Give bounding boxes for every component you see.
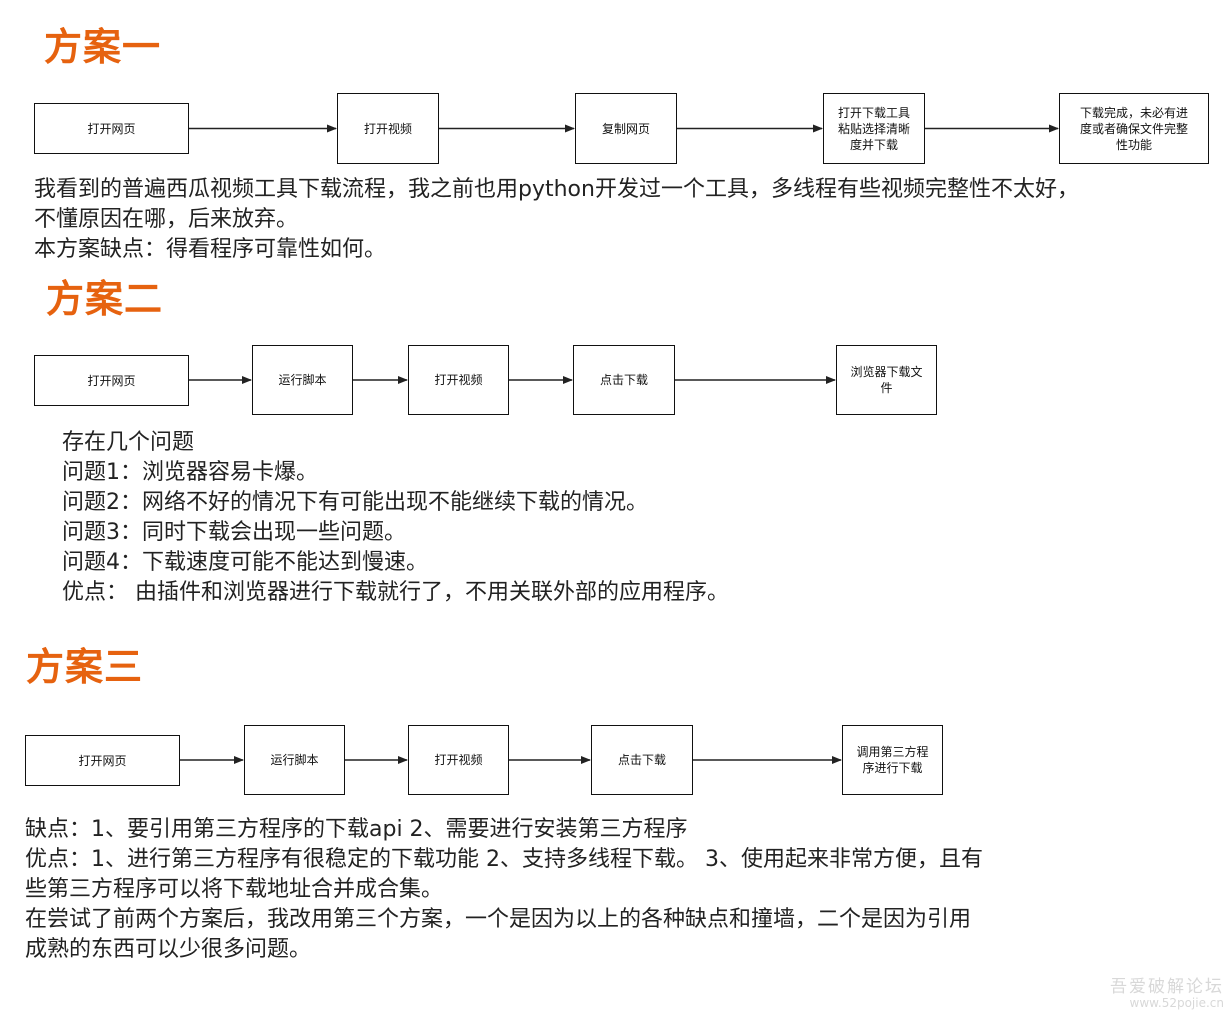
plan1-text-line-2: 不懂原因在哪，后来放弃。 [34,207,299,232]
plan2-node-run-script: 运行脚本 [252,345,353,415]
watermark-line-1: 吾爱破解论坛 [1110,977,1224,998]
plan1-description: 我看到的普遍西瓜视频工具下载流程，我之前也用python开发过一个工具，多线程有… [34,175,1079,265]
plan2-text-line-4: 问题3：同时下载会出现一些问题。 [62,520,406,545]
plan2-text-line-5: 问题4：下载速度可能不能达到慢速。 [62,550,428,575]
plan3-node-open-page: 打开网页 [25,735,180,786]
plan3-text-line-3: 些第三方程序可以将下载地址合并成合集。 [25,877,444,902]
plan1-node-download-done: 下载完成，未必有进 度或者确保文件完整 性功能 [1059,93,1209,164]
plan3-node-third-party: 调用第三方程 序进行下载 [842,725,943,795]
plan1-node-copy-page: 复制网页 [575,93,677,164]
plan2-description: 存在几个问题 问题1：浏览器容易卡爆。 问题2：网络不好的情况下有可能出现不能继… [62,428,729,608]
plan2-node-open-page: 打开网页 [34,355,189,406]
plan2-text-line-3: 问题2：网络不好的情况下有可能出现不能继续下载的情况。 [62,490,648,515]
plan1-text-line-1: 我看到的普遍西瓜视频工具下载流程，我之前也用python开发过一个工具，多线程有… [34,177,1079,202]
plan3-text-line-5: 成熟的东西可以少很多问题。 [25,937,312,962]
plan1-node-download-tool: 打开下载工具 粘贴选择清晰 度并下载 [823,93,925,164]
plan2-node-browser-download: 浏览器下载文 件 [836,345,937,415]
plan3-text-line-4: 在尝试了前两个方案后，我改用第三个方案，一个是因为以上的各种缺点和撞墙，二个是因… [25,907,972,932]
plan1-text-line-3: 本方案缺点：得看程序可靠性如何。 [34,237,387,262]
plan3-node-click-download: 点击下载 [591,725,693,795]
plan1-title: 方案一 [44,25,162,69]
plan3-node-run-script: 运行脚本 [244,725,345,795]
plan1-node-open-video: 打开视频 [337,93,439,164]
plan2-text-line-6: 优点： 由插件和浏览器进行下载就行了，不用关联外部的应用程序。 [62,580,729,605]
plan1-node-open-page: 打开网页 [34,103,189,154]
plan2-text-line-2: 问题1：浏览器容易卡爆。 [62,460,318,485]
plan3-text-line-1: 缺点：1、要引用第三方程序的下载api 2、需要进行安装第三方程序 [25,817,688,842]
plan3-title: 方案三 [26,645,144,689]
plan2-node-open-video: 打开视频 [408,345,509,415]
plan2-text-line-1: 存在几个问题 [62,430,195,455]
plan2-node-click-download: 点击下载 [573,345,675,415]
watermark-line-2: www.52pojie.cn [1129,995,1224,1010]
plan2-title: 方案二 [46,277,164,321]
plan3-node-open-video: 打开视频 [408,725,509,795]
plan3-text-line-2: 优点：1、进行第三方程序有很稳定的下载功能 2、支持多线程下载。 3、使用起来非… [25,847,983,872]
plan3-description: 缺点：1、要引用第三方程序的下载api 2、需要进行安装第三方程序 优点：1、进… [25,815,983,965]
forum-watermark: 吾爱破解论坛 www.52pojie.cn [1110,978,1224,1010]
